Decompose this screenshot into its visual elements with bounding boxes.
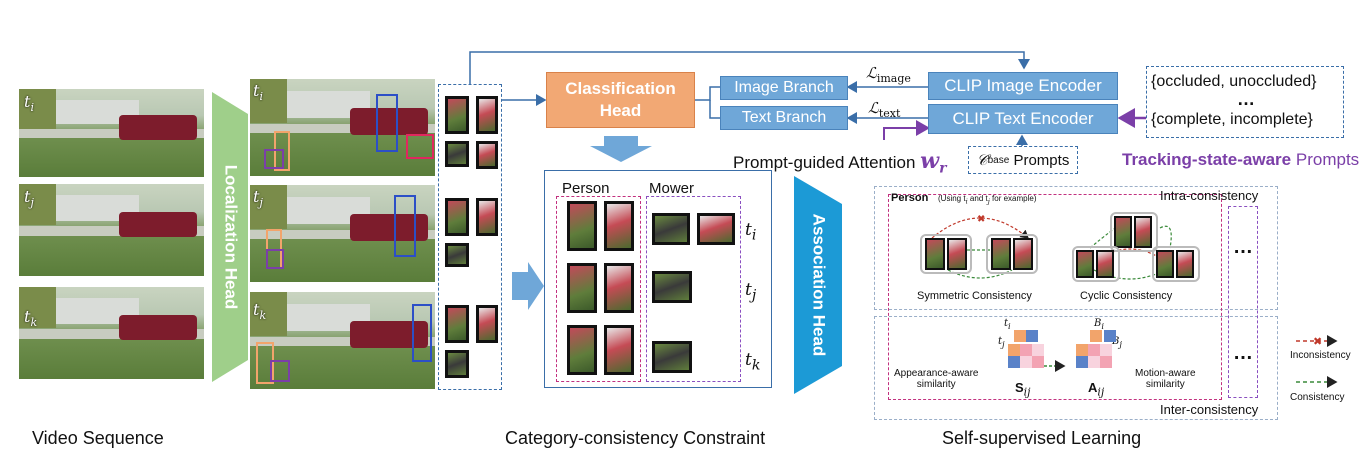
caption-video-sequence: Video Sequence (32, 428, 164, 448)
cyc-pair-top (1110, 212, 1158, 252)
cyc-pair-right (1152, 246, 1200, 282)
category-crop (604, 201, 634, 251)
cyc-thumb (1156, 250, 1174, 278)
tracking-state-prompts-label: Tracking-state-aware Prompts (1122, 150, 1360, 169)
a-ij-label: Aij (1088, 380, 1105, 399)
svg-text:✖: ✖ (977, 214, 985, 225)
category-crop (652, 271, 692, 303)
ssl-person-label: Person (891, 192, 929, 204)
category-t-i: ti (745, 220, 757, 244)
cyclic-label: Cyclic Consistency (1080, 290, 1173, 302)
cyc-thumb (1134, 216, 1152, 248)
association-head (794, 176, 842, 394)
state-prompts-box: {occluded, unoccluded} … {complete, inco… (1146, 66, 1344, 138)
text-branch: Text Branch (720, 106, 848, 130)
s-matrix (1008, 330, 1044, 384)
category-crop (567, 325, 597, 375)
category-person-label: Person (562, 180, 610, 197)
category-crop (604, 263, 634, 313)
inter-t-j: tj (998, 336, 1005, 349)
category-box (544, 170, 772, 388)
video-frame-tk: tk (19, 287, 204, 379)
mower-group (646, 196, 741, 382)
inter-consistency-box (874, 316, 1278, 420)
category-crop (652, 341, 692, 373)
symmetric-label: Symmetric Consistency (917, 290, 1032, 302)
loss-image: ℒimage (866, 64, 911, 85)
loss-text: ℒtext (868, 99, 901, 120)
sym-thumb (947, 238, 967, 270)
image-branch: Image Branch (720, 76, 848, 100)
cyc-pair-left (1072, 246, 1120, 282)
category-t-k: tk (745, 350, 761, 374)
sym-pair-left (920, 234, 972, 274)
sym-thumb (991, 238, 1011, 270)
s-ij-label: Sij (1015, 380, 1031, 399)
intra-consistency-label: Intra-consistency (1160, 188, 1259, 203)
sym-pair-right (986, 234, 1038, 274)
intra-dots: … (1233, 236, 1253, 258)
legend-inconsistency: Inconsistency (1290, 350, 1351, 361)
category-crop (604, 325, 634, 375)
other-category-group (1228, 206, 1258, 398)
clip-image-encoder: CLIP Image Encoder (928, 72, 1118, 100)
detected-frame-ti: ti (250, 79, 435, 176)
cyc-thumb (1096, 250, 1114, 278)
caption-category-constraint: Category-consistency Constraint (505, 428, 766, 448)
a-matrix (1068, 330, 1118, 384)
prompt-guided-attention: Prompt-guided Attention wr (733, 148, 947, 177)
inter-consistency-label: Inter-consistency (1160, 402, 1259, 417)
crop (445, 198, 469, 236)
clip-text-encoder: CLIP Text Encoder (928, 104, 1118, 134)
localization-head (212, 92, 248, 382)
association-head-label: Association Head (809, 213, 828, 357)
crop (476, 198, 498, 236)
category-crop (567, 263, 597, 313)
detected-frame-tj: tj (250, 185, 435, 282)
inter-t-i: ti (1004, 318, 1011, 331)
person-ssl-group (888, 194, 1222, 400)
category-crop (567, 201, 597, 251)
cyc-thumb (1076, 250, 1094, 278)
crop (445, 350, 469, 378)
svg-text:✖: ✖ (1313, 336, 1322, 348)
crop (476, 305, 498, 343)
sym-thumb (925, 238, 945, 270)
category-crop (652, 213, 690, 245)
category-mower-label: Mower (649, 180, 695, 197)
person-group (556, 196, 641, 382)
inter-dots: … (1233, 342, 1253, 364)
crop (445, 305, 469, 343)
inter-b-i: Bi (1094, 318, 1105, 331)
crop (476, 96, 498, 134)
crop (476, 141, 498, 169)
cyc-thumb (1176, 250, 1194, 278)
classification-head: Classification Head (546, 72, 695, 128)
caption-self-supervised: Self-supervised Learning (942, 428, 1142, 448)
legend-consistency: Consistency (1290, 392, 1345, 403)
video-frame-ti: ti (19, 89, 204, 177)
ssl-person-note: (Using ti and tj for example) (938, 194, 1037, 206)
crop (445, 141, 469, 167)
sym-thumb (1013, 238, 1033, 270)
crop (445, 96, 469, 134)
detected-frame-tk: tk (250, 292, 435, 389)
intra-consistency-box (874, 186, 1278, 310)
category-t-j: tj (745, 280, 757, 304)
video-frame-tj: tj (19, 184, 204, 276)
category-crop (697, 213, 735, 245)
crops-container (438, 84, 502, 390)
cyc-thumb (1114, 216, 1132, 248)
crop (445, 243, 469, 267)
